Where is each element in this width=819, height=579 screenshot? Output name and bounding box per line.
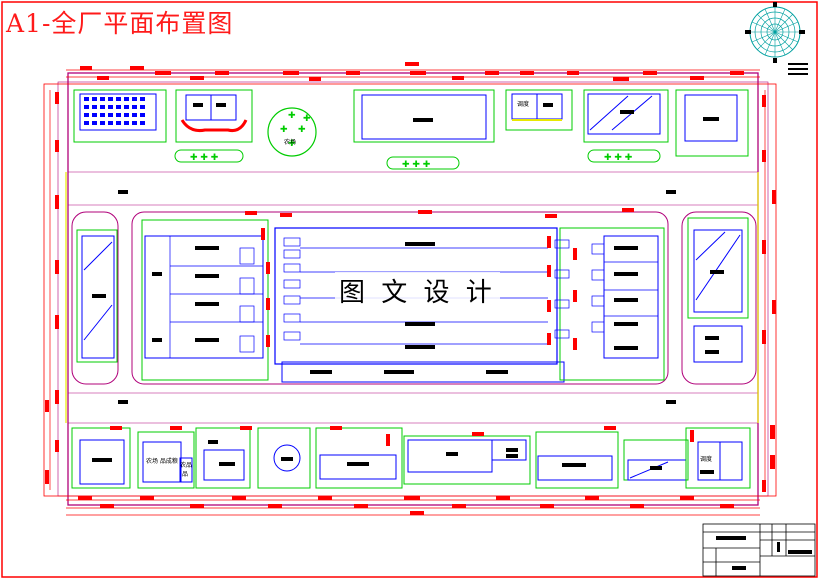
watermark-text: 图 文 设 计 <box>335 272 500 309</box>
label-top-east-box: 调度 <box>517 101 530 108</box>
south-row <box>71 426 751 489</box>
drawing-title: A1-全厂平面布置图 <box>6 9 234 38</box>
svg-text:✚: ✚ <box>288 139 296 149</box>
compass-rose-icon <box>745 2 805 63</box>
label-north-area: 农场 <box>284 139 297 146</box>
middle-block <box>71 208 757 385</box>
svg-text:✚: ✚ <box>303 114 311 124</box>
svg-text:✚ ✚ ✚: ✚ ✚ ✚ <box>604 153 633 163</box>
dimension-ticks-sides <box>45 92 776 492</box>
svg-text:✚ ✚ ✚: ✚ ✚ ✚ <box>402 160 431 170</box>
north-row: ✚✚✚✚✚ ✚ ✚ ✚✚ ✚ ✚✚ ✚ ✚ <box>73 89 749 170</box>
label-south-c: 农品 <box>180 462 193 469</box>
svg-text:✚: ✚ <box>288 111 296 121</box>
tree-cross-icon: ✚✚✚✚✚ <box>280 111 311 149</box>
label-east-small: 调度 <box>700 456 713 463</box>
title-block <box>702 523 816 577</box>
dimension-ticks-top <box>80 62 744 81</box>
label-south-c2: 品 <box>182 471 189 478</box>
label-south-b: 农场 品成粮 <box>146 458 178 465</box>
legend-marks <box>788 63 808 75</box>
dimension-ticks-bottom <box>78 496 734 515</box>
svg-text:✚: ✚ <box>298 125 306 135</box>
svg-text:✚ ✚ ✚: ✚ ✚ ✚ <box>190 153 219 163</box>
svg-text:✚: ✚ <box>280 125 288 135</box>
